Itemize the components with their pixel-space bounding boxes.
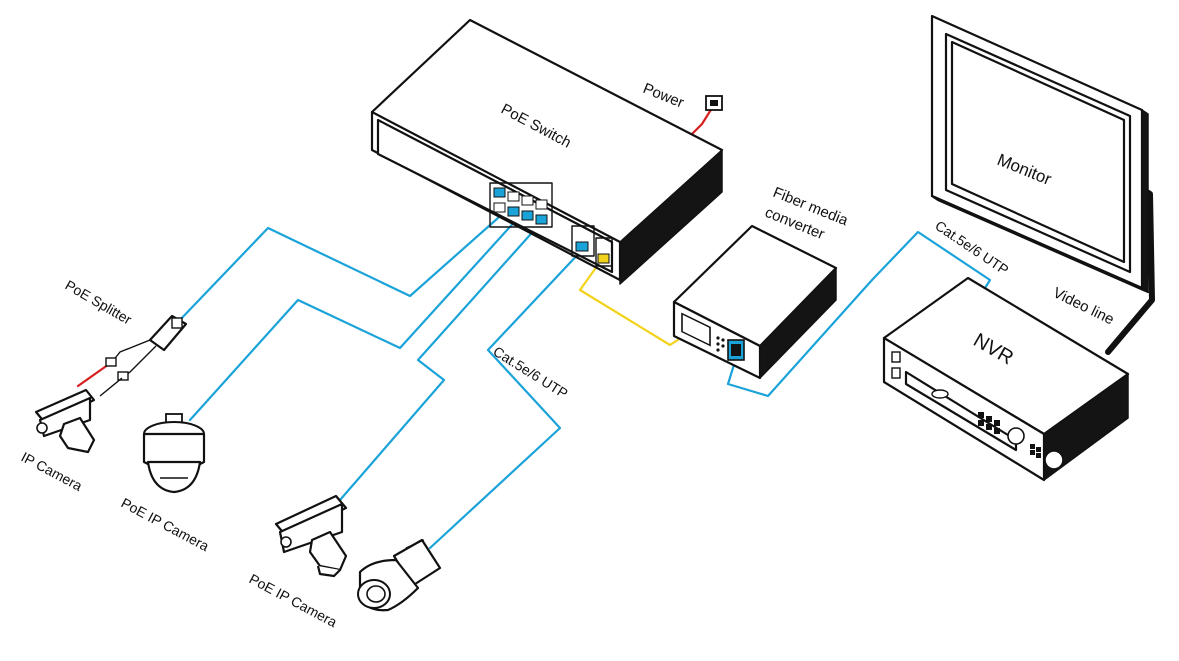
- poe-ip-camera-dome: [142, 413, 206, 494]
- cable-power: [688, 106, 714, 138]
- ip-camera-label: IP Camera: [19, 449, 86, 495]
- poe-splitter: [99, 314, 188, 397]
- cable-switch-to-dome-camera: [188, 216, 520, 422]
- switch-ports: [489, 182, 613, 267]
- cable-switch-to-box-camera: [338, 224, 540, 502]
- cable-converter-to-nvr: [726, 230, 992, 398]
- cable-switch-to-bullet-camera: [428, 248, 584, 550]
- power-socket-icon: [705, 95, 723, 111]
- video-line-label: Video line: [1050, 284, 1116, 328]
- poe-ip-camera-box: [274, 494, 348, 578]
- cable-switch-to-splitter: [176, 216, 500, 324]
- poe-ip-camera-bullet: [357, 538, 442, 612]
- power-label: Power: [641, 80, 687, 112]
- poe-ip-camera-box-label: PoE IP Camera: [247, 571, 340, 631]
- ip-camera: [34, 388, 96, 454]
- poe-switch: PoE Switch: [370, 18, 724, 285]
- cat-utp-camera-label: Cat.5e/6 UTP: [490, 343, 570, 402]
- cables: [76, 106, 1155, 550]
- monitor: [930, 14, 1150, 294]
- poe-splitter-label: PoE Splitter: [63, 277, 135, 328]
- nvr-buttons: [978, 412, 1041, 458]
- nvr: [882, 276, 1130, 482]
- fiber-media-converter: [672, 224, 838, 380]
- poe-ip-camera-dome-label: PoE IP Camera: [119, 495, 212, 555]
